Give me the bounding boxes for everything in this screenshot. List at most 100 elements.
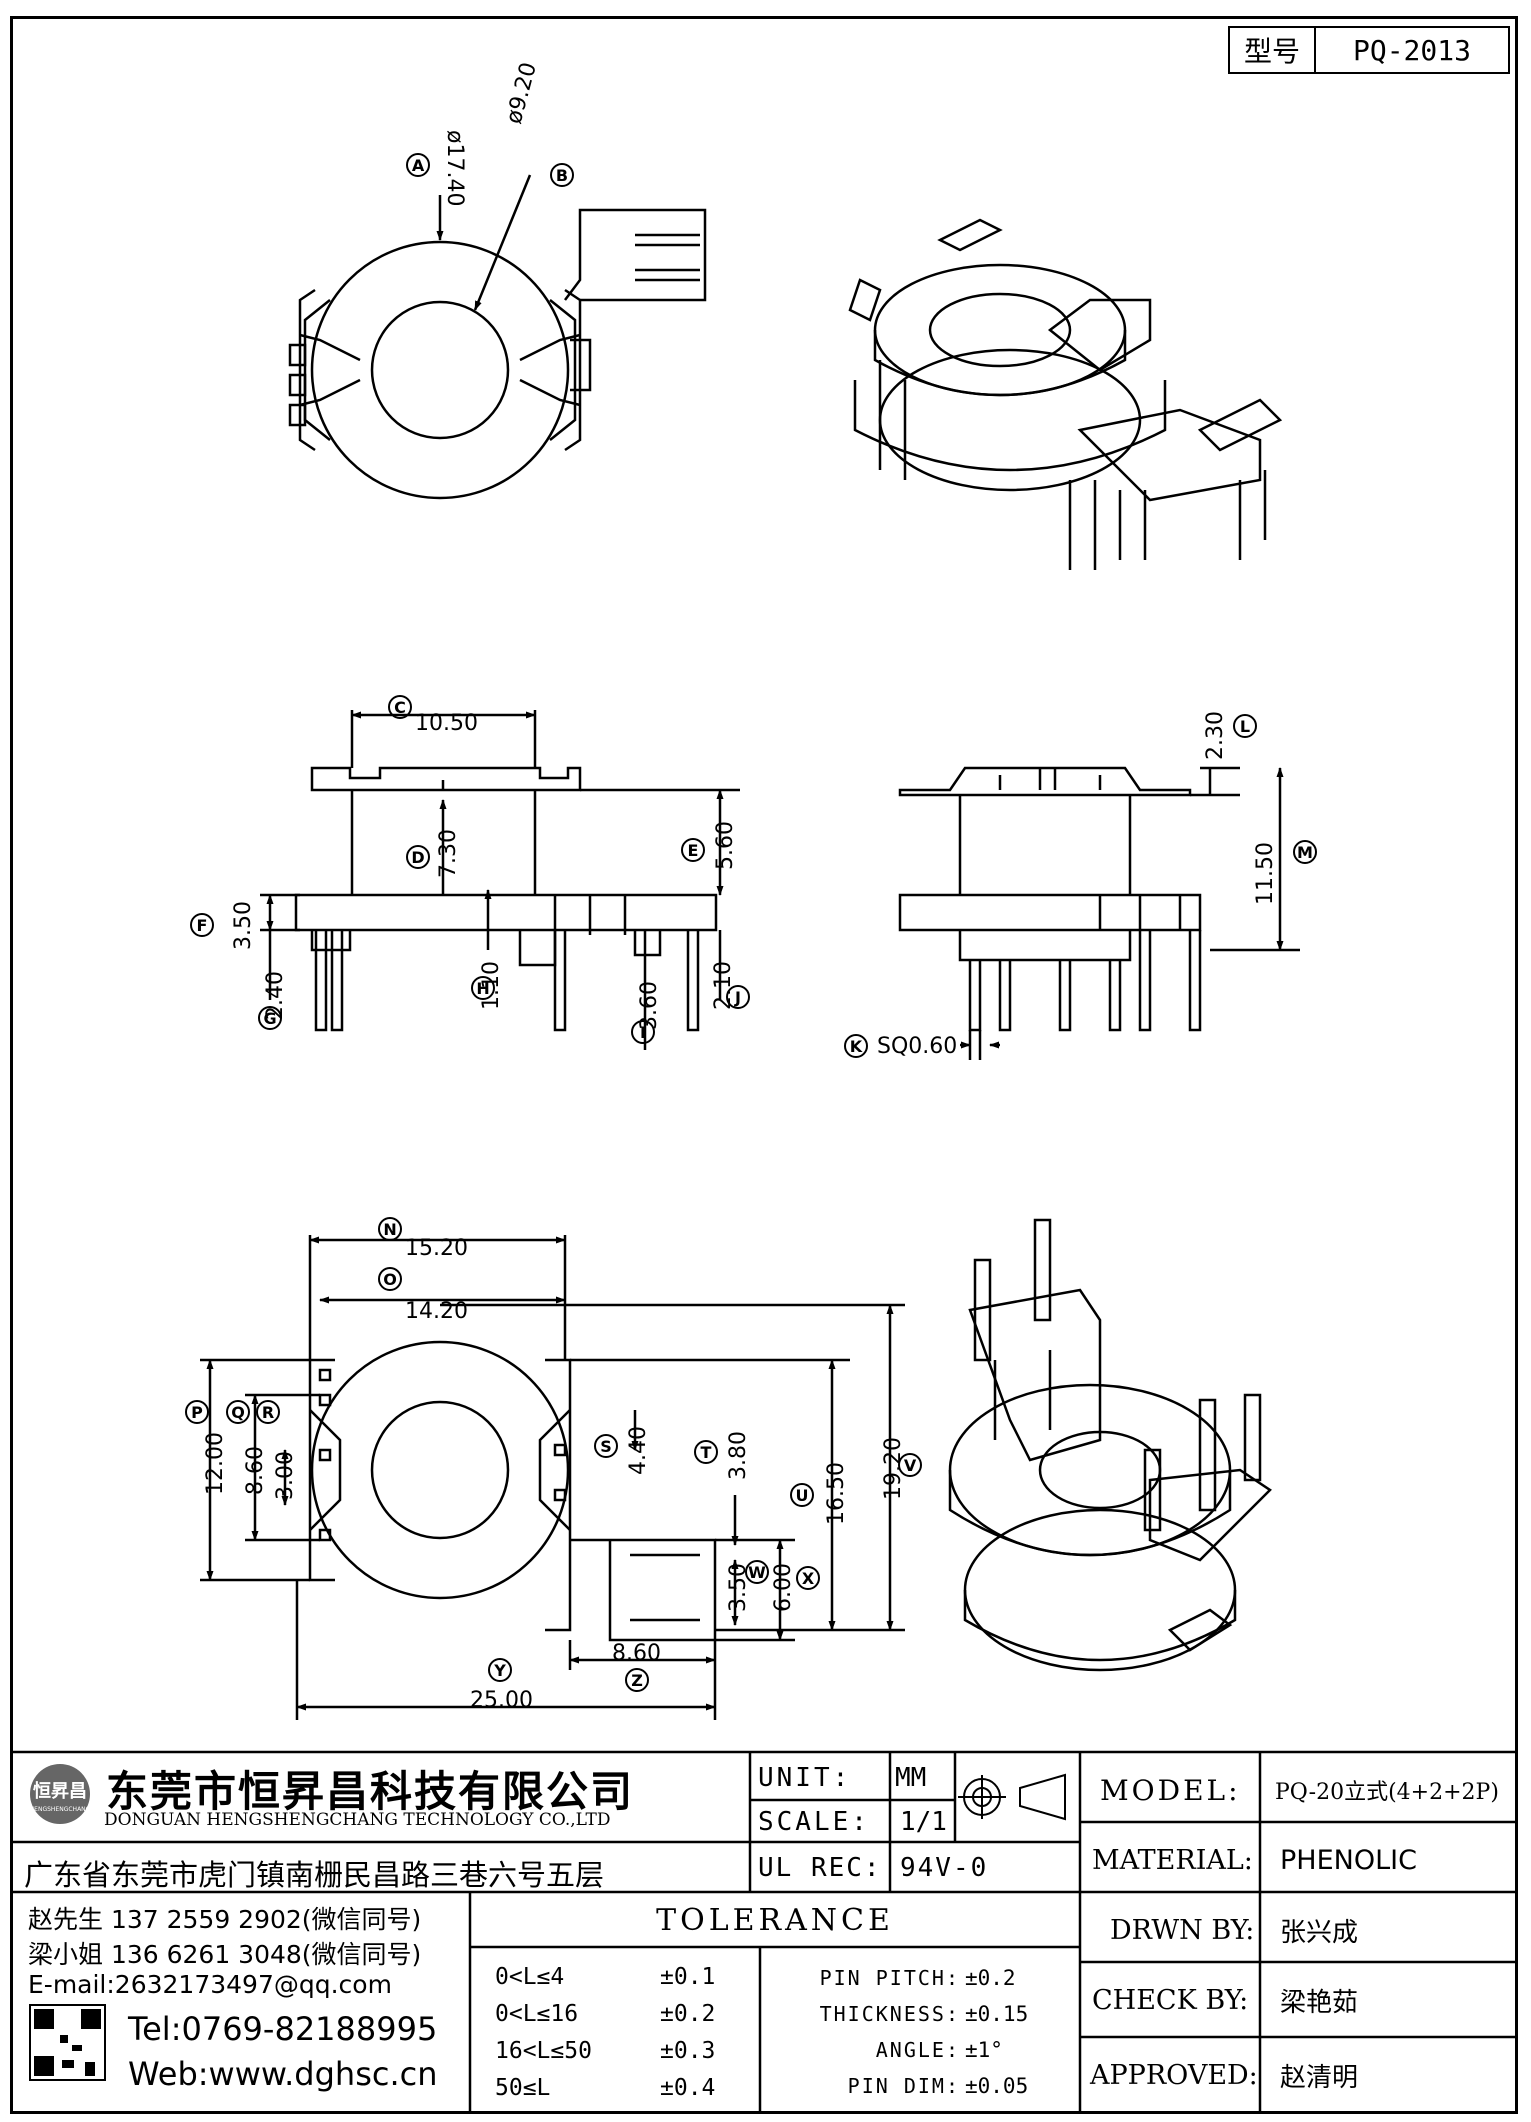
bottom-view <box>200 1235 905 1720</box>
contact-2: 梁小姐 136 6261 3048(微信同号) <box>28 1940 422 1969</box>
svg-text:H: H <box>476 979 489 998</box>
dim-F: 3.50 <box>231 901 256 950</box>
drawn-value: 张兴成 <box>1280 1917 1359 1948</box>
tolerance-title: TOLERANCE <box>656 1902 894 1938</box>
tolerance-value: ±0.3 <box>660 2038 716 2064</box>
pin-tolerance-label: THICKNESS: <box>819 2002 960 2026</box>
svg-text:O: O <box>383 1270 397 1289</box>
company-name-en: DONGUAN HENGSHENGCHANG TECHNOLOGY CO.,LT… <box>104 1810 611 1830</box>
dim-A: ø17.40 <box>442 130 467 206</box>
balloon-G: G <box>258 1006 282 1030</box>
approved-value: 赵清明 <box>1280 2062 1359 2093</box>
dim-U: 16.50 <box>824 1462 849 1525</box>
svg-text:Q: Q <box>231 1403 245 1422</box>
svg-text:I: I <box>640 1023 646 1042</box>
ulrec-label: UL REC: <box>758 1853 882 1883</box>
drawing-frame <box>10 16 1518 2114</box>
tolerance-range: 16<L≤50 <box>495 2038 592 2064</box>
pin-tolerance-value: ±0.05 <box>965 2074 1029 2098</box>
company-tel: Tel:0769-82188995 <box>128 2010 438 2048</box>
balloon-L: L <box>1233 714 1257 738</box>
title-block-grid <box>10 1750 1518 2114</box>
qr-code <box>29 2004 106 2081</box>
balloon-Z: Z <box>625 1668 649 1692</box>
company-web: Web:www.dghsc.cn <box>128 2055 438 2093</box>
front-view <box>260 710 740 1050</box>
dim-L: 2.30 <box>1203 711 1228 760</box>
svg-text:V: V <box>904 1456 917 1475</box>
company-address: 广东省东莞市虎门镇南栅民昌路三巷六号五层 <box>24 1858 605 1892</box>
balloon-Q: Q <box>226 1400 250 1424</box>
balloon-T: T <box>694 1440 718 1464</box>
dim-D: 7.30 <box>436 829 461 878</box>
projection-symbol <box>958 1773 1066 1821</box>
pin-tolerance-label: PIN DIM: <box>847 2074 960 2098</box>
dim-Z: 8.60 <box>612 1641 661 1666</box>
tolerance-range: 50≤L <box>495 2075 551 2101</box>
balloon-P: P <box>185 1400 209 1424</box>
tolerance-value: ±0.4 <box>660 2075 716 2101</box>
dim-B: ø9.20 <box>502 60 542 127</box>
part-code-label: 型号 <box>1230 28 1316 72</box>
pin-tolerance-value: ±0.15 <box>965 2002 1029 2026</box>
dim-Y: 25.00 <box>470 1688 533 1713</box>
balloon-R: R <box>256 1400 280 1424</box>
svg-text:恒昇昌: 恒昇昌 <box>33 1780 87 1802</box>
drawn-label: DRWN BY: <box>1110 1914 1255 1946</box>
balloon-D: D <box>406 845 430 869</box>
dim-T: 3.80 <box>726 1431 751 1480</box>
part-code-box: 型号 PQ-2013 <box>1228 26 1510 74</box>
iso-view-bottom <box>948 1218 1272 1672</box>
material-value: PHENOLIC <box>1280 1844 1417 1876</box>
svg-text:HENGSHENGCHANG: HENGSHENGCHANG <box>30 1806 91 1813</box>
check-label: CHECK BY: <box>1092 1984 1249 2016</box>
dim-K: SQ0.60 <box>877 1034 957 1059</box>
side-view <box>898 766 1300 1060</box>
contact-email: E-mail:2632173497@qq.com <box>28 1970 392 1999</box>
model-label: MODEL: <box>1100 1773 1241 1807</box>
pin-tolerance-label: PIN PITCH: <box>819 1966 960 1990</box>
dim-O: 14.20 <box>405 1299 468 1324</box>
dim-C: 10.50 <box>415 711 478 736</box>
svg-text:L: L <box>1240 717 1250 736</box>
balloon-M: M <box>1293 840 1317 864</box>
svg-text:D: D <box>411 848 424 867</box>
dim-J: 2.10 <box>711 961 736 1010</box>
part-code-value: PQ-2013 <box>1352 33 1471 67</box>
tolerance-range: 0<L≤16 <box>495 2001 579 2027</box>
svg-text:F: F <box>197 916 208 935</box>
dim-P: 12.00 <box>203 1432 228 1495</box>
balloon-B: B <box>550 163 574 187</box>
balloon-N: N <box>378 1217 402 1241</box>
company-name-cn: 东莞市恒昇昌科技有限公司 <box>106 1767 635 1816</box>
scale-value: 1/1 <box>900 1807 947 1837</box>
pin-tolerance-value: ±1° <box>965 2038 1003 2062</box>
svg-text:T: T <box>701 1443 712 1462</box>
contact-1: 赵先生 137 2559 2902(微信同号) <box>28 1905 422 1934</box>
balloon-K: K <box>844 1034 868 1058</box>
balloon-H: H <box>471 976 495 1000</box>
balloon-C: C <box>388 695 412 719</box>
dim-Q: 8.60 <box>243 1446 268 1495</box>
model-value: PQ-20立式(4+2+2P) <box>1275 1780 1499 1805</box>
svg-text:Z: Z <box>631 1671 643 1690</box>
svg-text:N: N <box>383 1220 396 1239</box>
pin-tolerance-value: ±0.2 <box>965 1966 1016 1990</box>
svg-text:A: A <box>412 156 425 175</box>
svg-text:J: J <box>734 988 741 1007</box>
balloon-F: F <box>190 913 214 937</box>
svg-text:S: S <box>600 1437 612 1456</box>
balloon-E: E <box>681 838 705 862</box>
svg-text:B: B <box>556 166 568 185</box>
dim-S: 4.40 <box>626 1426 651 1475</box>
iso-view-top <box>848 218 1283 570</box>
unit-value: MM <box>895 1763 927 1793</box>
svg-text:X: X <box>802 1569 815 1588</box>
svg-text:G: G <box>263 1009 276 1028</box>
balloon-X: X <box>796 1566 820 1590</box>
approved-label: APPROVED: <box>1090 2059 1258 2091</box>
svg-text:M: M <box>1297 843 1313 862</box>
dim-G: 2.40 <box>263 971 288 1020</box>
svg-text:K: K <box>850 1037 863 1056</box>
top-view <box>288 174 707 500</box>
